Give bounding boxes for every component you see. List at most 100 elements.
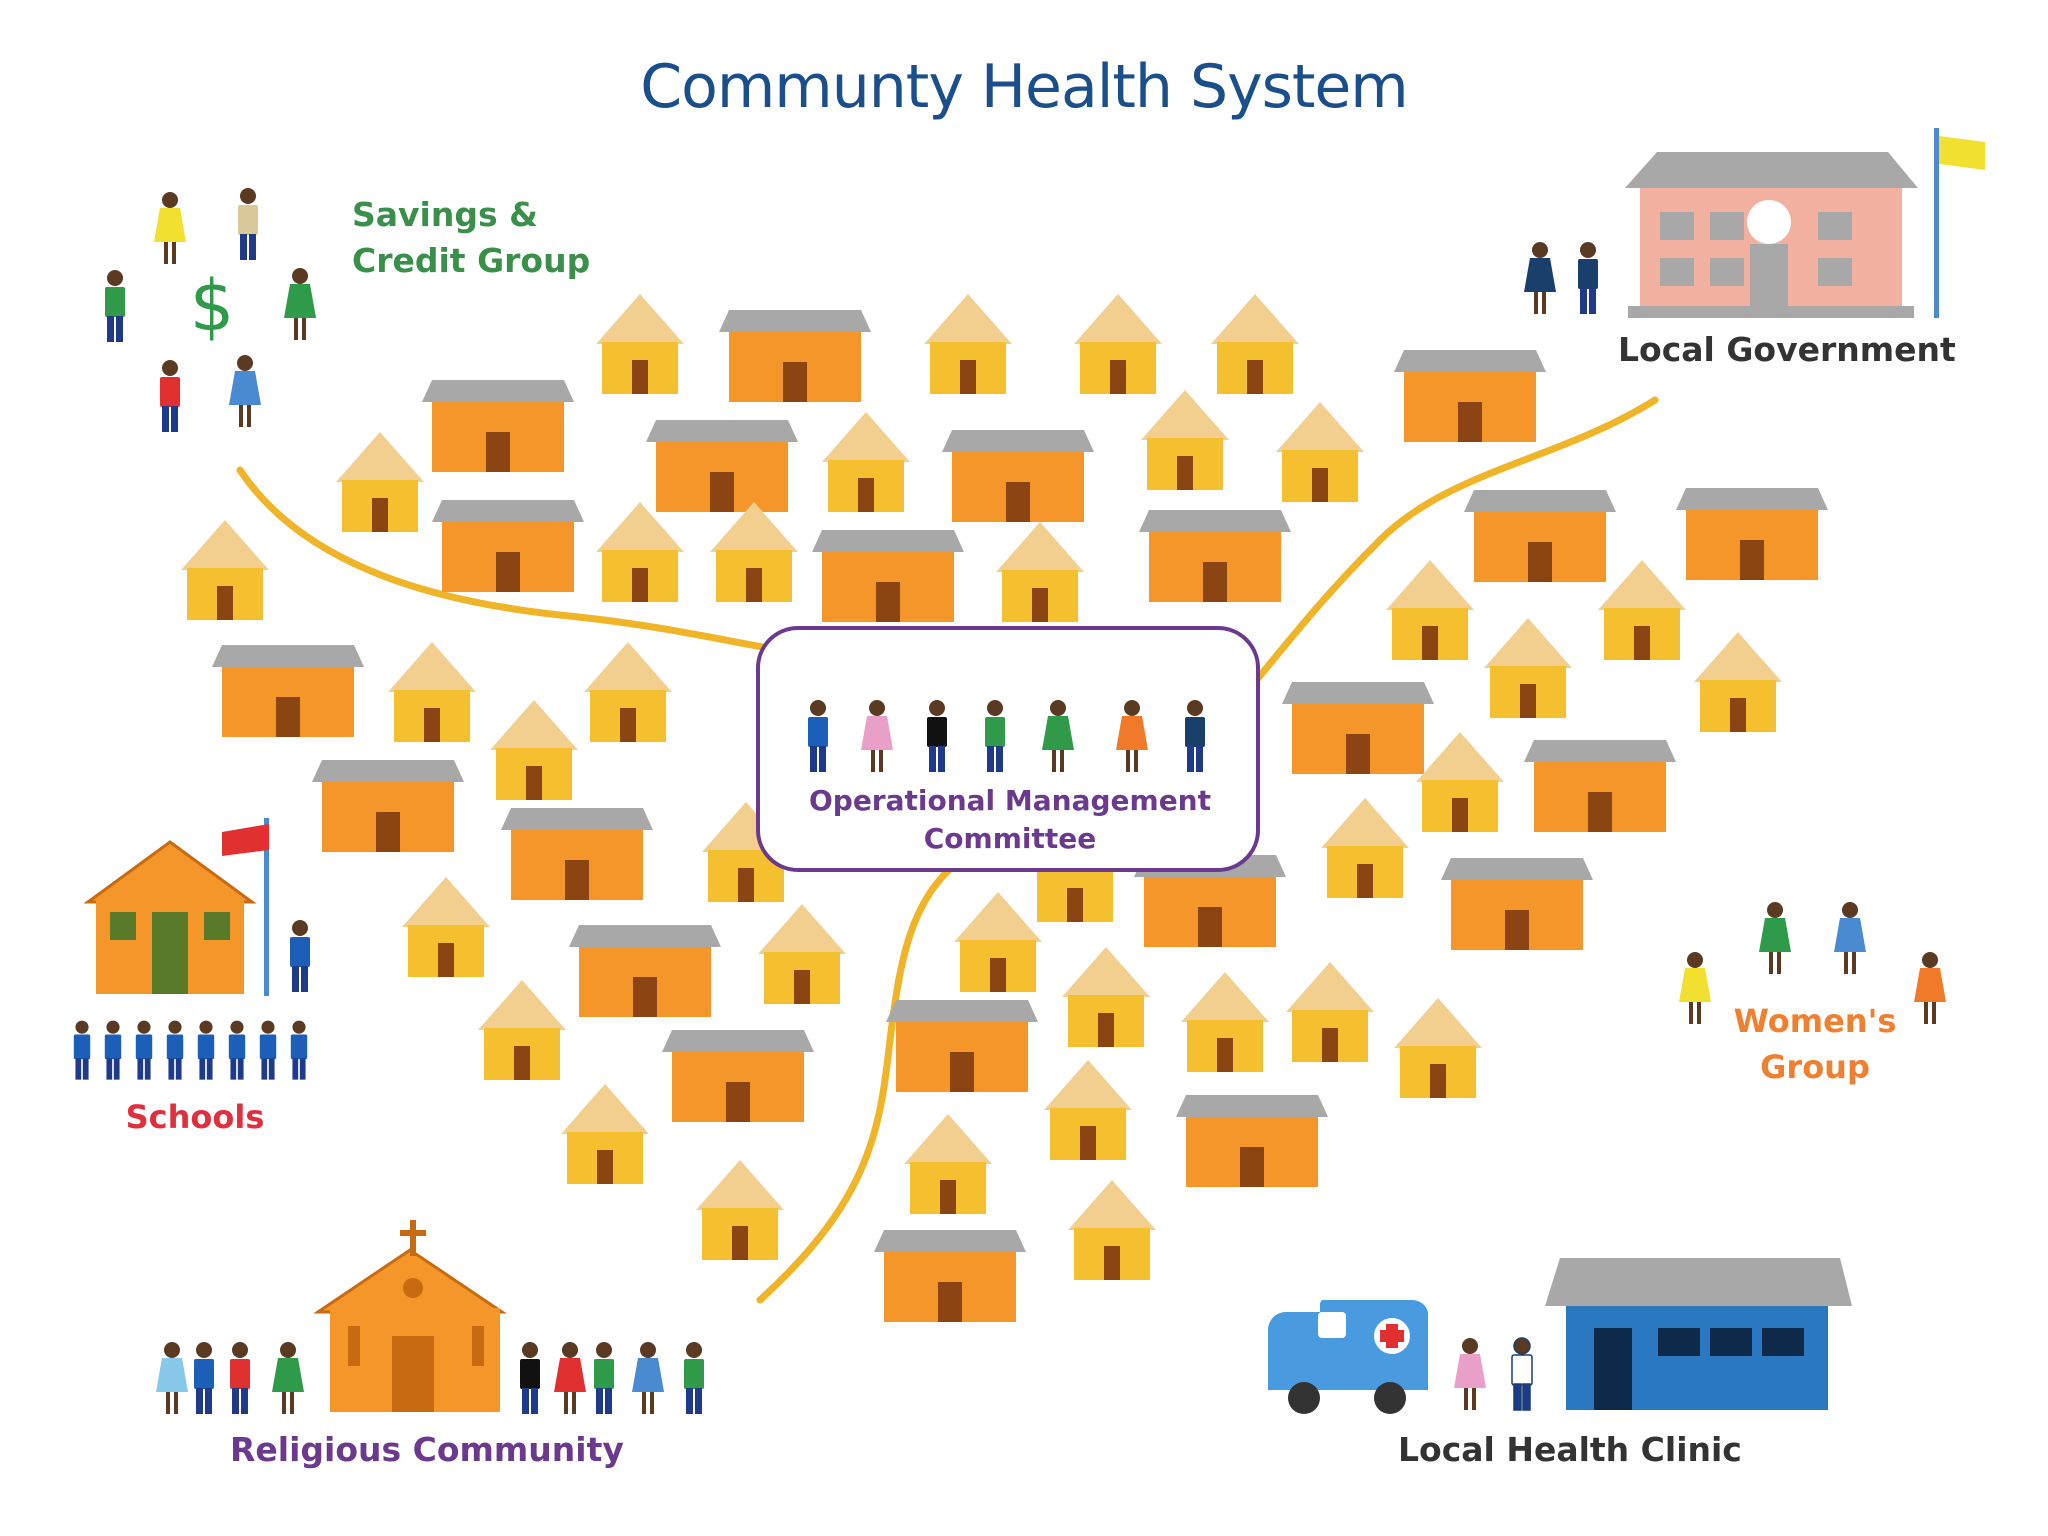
student [259,1020,277,1080]
hut [1276,402,1364,502]
student [73,1020,91,1080]
local-government [1524,128,1985,318]
student [290,1020,308,1080]
member [684,1342,704,1414]
hut [596,502,684,602]
house [501,808,653,900]
committee-label-line2: Committee [923,822,1097,855]
student [104,1020,122,1080]
house [212,645,364,737]
flag-icon [1934,128,1985,318]
house [719,310,871,402]
hut [336,432,424,532]
house [1464,490,1616,582]
group-member [238,188,258,260]
house [422,380,574,472]
house [432,500,584,592]
house [1524,740,1676,832]
church-building [313,1220,507,1412]
group-member [160,360,180,432]
hut [1416,732,1504,832]
hut [1181,972,1269,1072]
religious-community-label: Religious Community [230,1430,624,1469]
hut [996,522,1084,622]
operational-committee [756,626,1260,872]
hut [478,980,566,1080]
diagram-title: Communty Health System [640,52,1409,122]
house [1282,682,1434,774]
hut [696,1160,784,1260]
hut [1074,294,1162,394]
roads [236,396,1659,1304]
teacher [290,920,310,992]
house [662,1030,814,1122]
hut [388,642,476,742]
house [812,530,964,622]
womens-label-line2: Group [1760,1048,1870,1086]
group-member [1834,902,1866,974]
schools-group [73,818,310,1080]
womens-label-line1: Women's [1733,1002,1897,1040]
hut [1068,1180,1156,1280]
savings-label-line2: Credit Group [352,241,591,280]
student [197,1020,215,1080]
hut [1694,632,1782,732]
hut [1598,560,1686,660]
road-northwest [236,466,784,654]
local-health-clinic-label: Local Health Clinic [1398,1430,1742,1469]
womens-group-label: Women's Group [1690,998,1940,1090]
hut [924,294,1012,394]
local-health-clinic [1268,1258,1852,1414]
hut [596,294,684,394]
student [166,1020,184,1080]
hut [1141,390,1229,490]
house [312,760,464,852]
flag-icon [222,818,269,996]
student [135,1020,153,1080]
group-member [154,192,186,264]
schools-label: Schools [125,1098,265,1136]
student [228,1020,246,1080]
house [942,430,1094,522]
cross-icon [400,1220,426,1256]
group-member [1759,902,1791,974]
member [554,1342,586,1414]
hut [1211,294,1299,394]
hut [181,520,269,620]
hut [402,877,490,977]
house [1394,350,1546,442]
savings-group: $ [105,188,316,432]
group-member [105,270,125,342]
hut [1386,560,1474,660]
house [1176,1095,1328,1187]
hut [1484,618,1572,718]
member [194,1342,214,1414]
government-building [1625,152,1918,318]
house [874,1230,1026,1322]
hut [584,642,672,742]
savings-label-line1: Savings & [352,195,538,234]
house [886,1000,1038,1092]
house [646,420,798,512]
house [1139,510,1291,602]
hut [954,892,1042,992]
member [156,1342,188,1414]
nurse [1454,1338,1486,1410]
member [632,1342,664,1414]
local-government-label: Local Government [1618,330,1956,369]
road-south [756,856,964,1304]
member [520,1342,540,1414]
hut [1321,798,1409,898]
member [272,1342,304,1414]
dollar-icon: $ [190,265,235,347]
clinic-building [1545,1258,1852,1410]
hut [822,412,910,512]
group-member [229,355,261,427]
school-building [83,840,257,994]
doctor [1511,1337,1533,1411]
savings-group-label: Savings & Credit Group [352,192,590,284]
house [569,925,721,1017]
students [73,1020,308,1080]
hut [561,1084,649,1184]
